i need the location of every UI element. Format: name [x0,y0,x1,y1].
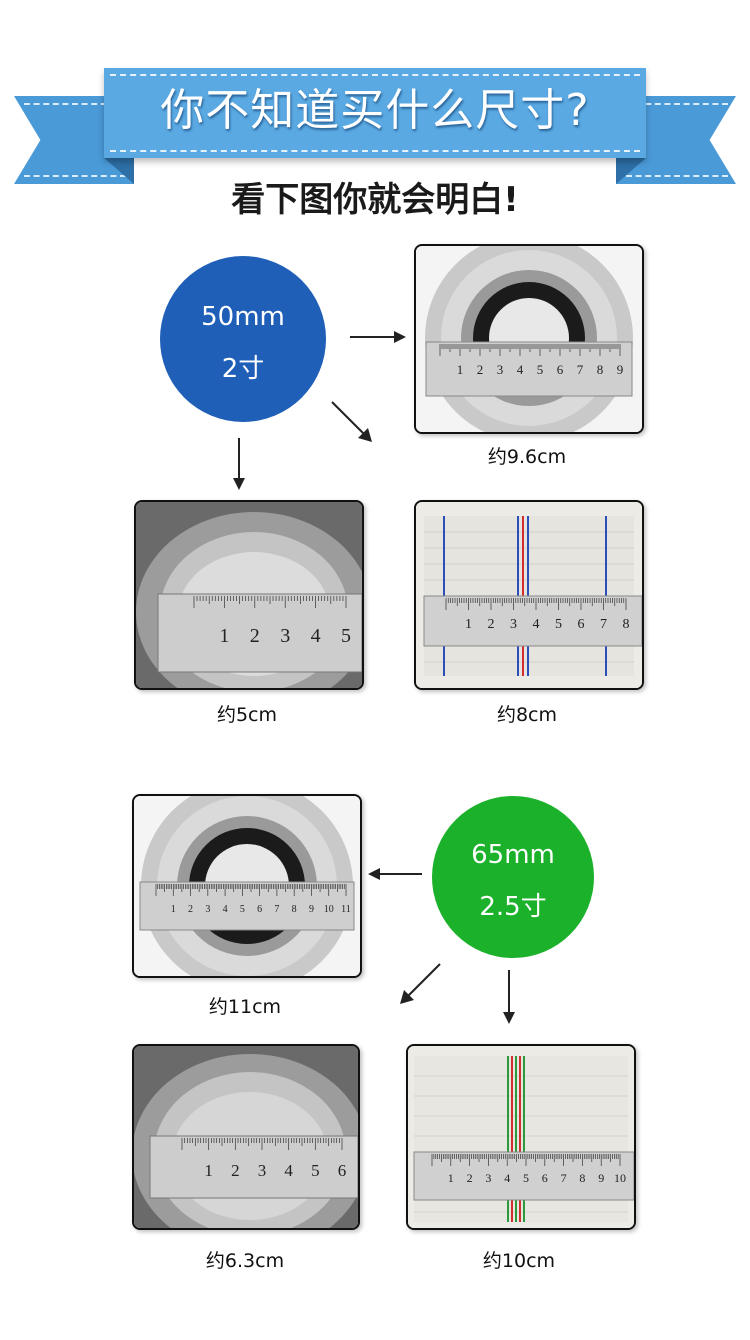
ruler-number: 6 [578,617,585,632]
ruler-number: 5 [523,1171,529,1185]
circle-inch-label: 2.5寸 [479,892,547,922]
caption-50-pipe-end: 约5cm [216,704,278,726]
arrow-right-icon [350,331,406,343]
ruler-number: 2 [488,617,495,632]
ruler-number: 4 [533,617,540,632]
caption-65-hose: 约10cm [482,1250,556,1272]
ruler-number: 3 [280,625,290,647]
banner-title: 你不知道买什么尺寸? [160,85,590,136]
ruler-number: 8 [597,362,604,377]
caption-65-pipe-end: 约6.3cm [205,1250,285,1272]
arrow-left-icon [368,868,422,880]
ruler-number: 6 [557,362,564,377]
caption-50-hose: 约8cm [496,704,558,726]
arrow-diagonal-icon [400,963,441,1004]
size-circle-65mm: 65mm 2.5寸 [432,796,594,958]
ruler-number: 5 [555,617,562,632]
ruler-number: 9 [617,362,624,377]
ruler-number: 1 [204,1161,213,1180]
ruler-number: 6 [542,1171,548,1185]
circle-inch-label: 2寸 [221,354,265,384]
ruler-number: 1 [448,1171,454,1185]
ruler-number: 5 [341,625,351,647]
ruler-number: 10 [324,904,334,915]
caption-50-coupling: 约9.6cm [487,446,567,468]
ruler-number: 2 [231,1161,240,1180]
ruler-number: 4 [504,1171,510,1185]
ruler-number: 4 [284,1161,293,1180]
ruler-number: 1 [465,617,472,632]
arrow-down-icon [233,438,245,490]
ruler-number: 3 [510,617,517,632]
ruler-number: 11 [341,904,351,915]
ruler-number: 2 [250,625,260,647]
ruler-number: 3 [205,904,210,915]
arrow-down-icon [503,970,515,1024]
ruler-number: 9 [598,1171,604,1185]
arrow-diagonal-icon [331,401,372,442]
ruler-number: 8 [579,1171,585,1185]
ruler-number: 6 [257,904,262,915]
ruler-number: 5 [311,1161,320,1180]
banner-ribbon [104,68,646,158]
ruler-number: 9 [309,904,314,915]
ruler-number: 7 [561,1171,567,1185]
coupling-ruler-photo-icon: 1 2 3 4 5 6 7 8 9 10 11 [134,796,360,976]
ruler-number: 4 [517,362,524,377]
ruler-number: 5 [537,362,544,377]
size-circle-50mm: 50mm 2寸 [160,256,326,422]
ruler-number: 4 [223,904,228,915]
circle-size-label: 65mm [471,840,555,870]
ruler-number: 1 [219,625,229,647]
ruler-number: 7 [577,362,584,377]
circle-size-label: 50mm [201,302,285,332]
ruler-number: 2 [188,904,193,915]
photo-coupling-65mm: 1 2 3 4 5 6 7 8 9 10 11 [132,794,362,978]
ruler-number: 10 [614,1171,626,1185]
ruler-number: 6 [338,1161,347,1180]
ruler-number: 3 [258,1161,267,1180]
ruler-number: 1 [457,362,464,377]
ruler-number: 7 [274,904,279,915]
ruler-number: 1 [171,904,176,915]
ruler-number: 8 [623,617,630,632]
ruler-number: 3 [497,362,504,377]
ruler-number: 8 [292,904,297,915]
ruler-number: 7 [600,617,607,632]
ruler-number: 4 [311,625,321,647]
caption-65-coupling: 约11cm [208,996,282,1018]
ruler-number: 2 [477,362,484,377]
page-subtitle: 看下图你就会明白! [231,180,519,220]
ruler-number: 2 [467,1171,473,1185]
ruler-number: 5 [240,904,245,915]
ruler-number: 3 [485,1171,491,1185]
